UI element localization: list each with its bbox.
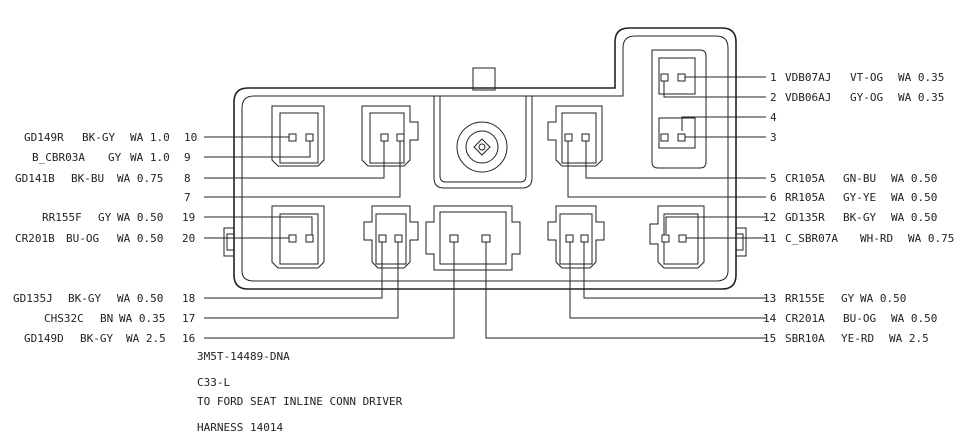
connector-housing xyxy=(223,27,747,290)
pin-number: 16 xyxy=(182,332,195,345)
pin-label-spec: WA 0.50 xyxy=(891,191,937,204)
pin-label-color: VT-OG xyxy=(850,71,883,84)
pin-label-spec: WA 0.35 xyxy=(119,312,165,325)
pin-label-color: BU-OG xyxy=(66,232,99,245)
pin-label-spec: WA 0.75 xyxy=(908,232,954,245)
pin-label-color: GY xyxy=(98,211,112,224)
pin-number: 7 xyxy=(184,191,191,204)
pin-label-color: GY-OG xyxy=(850,91,883,104)
pin-label-color: GY xyxy=(108,151,122,164)
pin-number: 19 xyxy=(182,211,195,224)
pin-number: 4 xyxy=(770,111,777,124)
pin-label-spec: WA 2.5 xyxy=(126,332,166,345)
cavity-group xyxy=(271,49,707,271)
pin-label-color: BK-BU xyxy=(71,172,104,185)
pin-label-spec: WA 1.0 xyxy=(130,131,170,144)
pin-label-circuit: GD149R xyxy=(24,131,64,144)
pin-label-color: BK-GY xyxy=(843,211,876,224)
pin-number: 10 xyxy=(184,131,197,144)
pin-number: 20 xyxy=(182,232,195,245)
pin-number: 9 xyxy=(184,151,191,164)
pin-label-circuit: SBR10A xyxy=(785,332,825,345)
connector-id: C33-L xyxy=(197,376,231,389)
pin-label-circuit: CHS32C xyxy=(44,312,84,325)
pin-label-spec: WA 1.0 xyxy=(130,151,170,164)
pin-label-spec: WA 0.50 xyxy=(891,312,937,325)
pin-label-color: YE-RD xyxy=(841,332,874,345)
pin-label-circuit: C_SBR07A xyxy=(785,232,838,245)
pin-label-spec: WA 0.50 xyxy=(117,232,163,245)
right-pin-labels: 1 VDB07AJ VT-OG WA 0.35 2 VDB06AJ GY-OG … xyxy=(763,71,954,345)
pin-number: 13 xyxy=(763,292,776,305)
pin-label-circuit: RR105A xyxy=(785,191,825,204)
pin-label-circuit: VDB07AJ xyxy=(785,71,831,84)
pin-number: 18 xyxy=(182,292,195,305)
pin-number: 6 xyxy=(770,191,777,204)
pin-label-spec: WA 0.35 xyxy=(898,71,944,84)
pin-number: 1 xyxy=(770,71,777,84)
pin-label-circuit: GD149D xyxy=(24,332,64,345)
pin-number: 12 xyxy=(763,211,776,224)
terminal-pins xyxy=(288,73,687,243)
pin-label-spec: WA 0.50 xyxy=(891,211,937,224)
pin-label-circuit: CR105A xyxy=(785,172,825,185)
leader-lines xyxy=(204,76,766,339)
pin-label-color: BK-GY xyxy=(82,131,115,144)
pin-label-circuit: GD135R xyxy=(785,211,825,224)
pin-number: 15 xyxy=(763,332,776,345)
pin-label-color: GY-YE xyxy=(843,191,876,204)
part-number: 3M5T-14489-DNA xyxy=(197,350,290,363)
pin-label-color: WH-RD xyxy=(860,232,893,245)
pin-label-color: BN xyxy=(100,312,113,325)
pin-label-spec: WA 0.50 xyxy=(117,211,163,224)
harness-id: HARNESS 14014 xyxy=(197,421,284,434)
pin-label-circuit: VDB06AJ xyxy=(785,91,831,104)
left-pin-labels: GD149R BK-GY WA 1.0 10 B_CBR03A GY WA 1.… xyxy=(13,131,197,345)
pin-label-circuit: RR155F xyxy=(42,211,82,224)
pin-label-circuit: RR155E xyxy=(785,292,825,305)
pin-label-circuit: GD135J xyxy=(13,292,53,305)
pin-label-spec: WA 0.35 xyxy=(898,91,944,104)
pin-label-color: BK-GY xyxy=(68,292,101,305)
pin-number: 2 xyxy=(770,91,777,104)
pin-label-circuit: GD141B xyxy=(15,172,55,185)
pin-number: 17 xyxy=(182,312,195,325)
pin-number: 3 xyxy=(770,131,777,144)
pin-number: 5 xyxy=(770,172,777,185)
pin-label-circuit: CR201B xyxy=(15,232,55,245)
pin-label-spec: WA 0.50 xyxy=(860,292,906,305)
pin-number: 14 xyxy=(763,312,777,325)
pin-label-spec: WA 0.50 xyxy=(891,172,937,185)
pin-label-spec: WA 2.5 xyxy=(889,332,929,345)
pin-label-spec: WA 0.50 xyxy=(117,292,163,305)
pin-number: 8 xyxy=(184,172,191,185)
pin-label-color: BU-OG xyxy=(843,312,876,325)
pin-label-color: GN-BU xyxy=(843,172,876,185)
pin-label-spec: WA 0.75 xyxy=(117,172,163,185)
connector-description: TO FORD SEAT INLINE CONN DRIVER xyxy=(197,395,403,408)
pin-label-color: BK-GY xyxy=(80,332,113,345)
pin-number: 11 xyxy=(763,232,776,245)
pin-label-circuit: CR201A xyxy=(785,312,825,325)
pin-label-circuit: B_CBR03A xyxy=(32,151,85,164)
pin-label-color: GY xyxy=(841,292,855,305)
